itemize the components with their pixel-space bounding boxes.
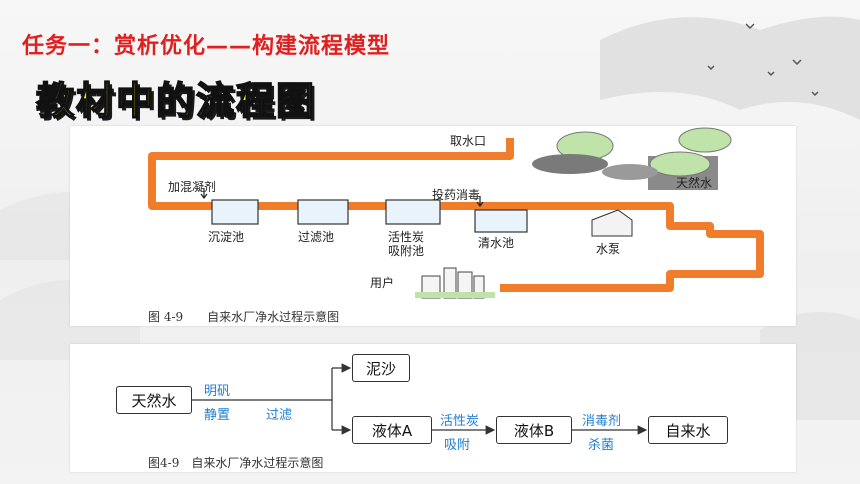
label-carbon-1: 活性炭 [388, 230, 425, 244]
section-title: 教材中的流程图 [35, 78, 317, 124]
figure-caption-bottom: 图4-9 自来水厂净水过程示意图 [148, 456, 324, 470]
label-coagulant: 加混凝剂 [168, 180, 217, 194]
pump-icon [591, 209, 633, 237]
mountains-icon [532, 127, 732, 190]
box-liquid-a: 液体A [352, 416, 432, 444]
label-users: 用户 [370, 276, 395, 290]
label-disinfect: 投药消毒 [432, 188, 481, 202]
label-pump: 水泵 [596, 242, 621, 256]
flowchart-arrows [192, 363, 648, 435]
filtration-tank-icon [297, 199, 349, 225]
water-plant-illustration: 取水口 天然水 加混凝剂 投药消毒 沉淀池 过滤池 活性炭 吸附池 清水池 水泵… [70, 126, 796, 326]
water-process-flowchart: 天然水 泥沙 液体A 液体B 自来水 明矾 静置 过滤 活性炭 吸附 消毒剂 杀… [70, 344, 796, 472]
buildings-icon [415, 267, 495, 299]
label-filtration: 过滤池 [298, 230, 335, 244]
step-adsorb: 吸附 [444, 438, 471, 453]
step-sterilize: 杀菌 [588, 438, 615, 453]
figure-caption-top: 图 4-9 自来水厂净水过程示意图 [148, 310, 340, 324]
step-carbon: 活性炭 [440, 414, 480, 429]
task-title: 任务一：赏析优化——构建流程模型 [22, 34, 391, 59]
carbon-tank-icon [385, 199, 441, 225]
box-liquid-b: 液体B [496, 416, 572, 444]
label-clear-water: 清水池 [478, 236, 515, 250]
step-alum: 明矾 [204, 384, 231, 399]
box-silt: 泥沙 [352, 354, 410, 382]
box-natural-water: 天然水 [116, 386, 192, 414]
label-sedimentation: 沉淀池 [208, 230, 245, 244]
step-filter: 过滤 [266, 408, 293, 423]
box-tap-water: 自来水 [648, 416, 728, 444]
sedimentation-tank-icon [211, 199, 259, 225]
birds-decoration [707, 23, 819, 97]
water-pipe [148, 138, 764, 292]
clear-water-tank-icon [474, 209, 528, 233]
label-carbon-2: 吸附池 [388, 244, 425, 258]
label-natural-water: 天然水 [676, 176, 713, 190]
label-intake: 取水口 [450, 134, 487, 148]
step-settle: 静置 [204, 408, 231, 423]
pipe-diagram [148, 127, 764, 299]
step-disinfectant: 消毒剂 [582, 414, 622, 429]
